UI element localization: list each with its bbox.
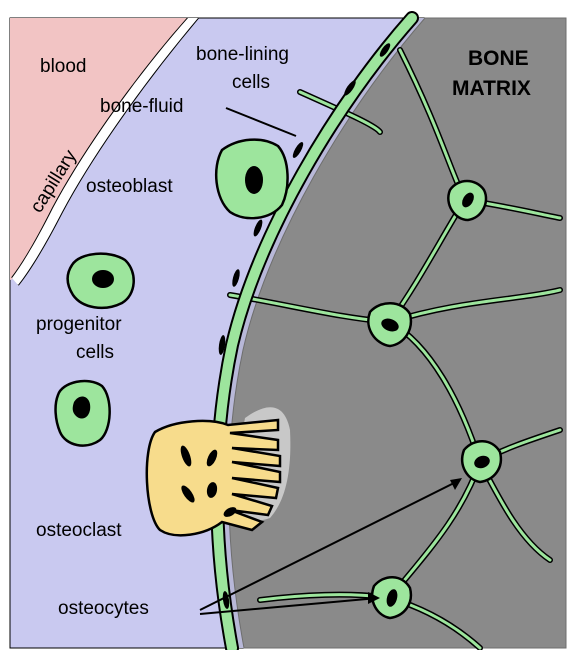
label-osteocytes: osteocytes [58, 598, 149, 619]
label-osteoblast: osteoblast [86, 176, 173, 197]
pointer-osteocyte-b [199, 597, 379, 615]
arrowhead-osteocyte-a [450, 478, 462, 490]
progenitor-nucleus-1 [92, 270, 114, 288]
osteoclast-cell [145, 418, 282, 537]
bone-lining-cells-fill [212, 13, 417, 653]
label-bone-matrix-line2: MATRIX [452, 77, 531, 100]
pointer-lines [199, 107, 461, 615]
label-progenitor-line2: cells [76, 342, 114, 363]
osteocyte-3 [461, 440, 503, 484]
pointer-osteocyte-a [199, 479, 461, 611]
osteoclast-nuclei [180, 445, 237, 517]
arrowhead-osteocyte-b [368, 592, 380, 604]
label-bone-matrix-line1: BONE [468, 47, 529, 70]
label-bone-lining-line2: cells [232, 72, 270, 93]
label-bone-fluid: bone-fluid [100, 96, 183, 117]
label-bone-lining-line1: bone-lining [196, 44, 289, 65]
osteocyte-2 [367, 302, 413, 348]
progenitor-nucleus-2 [72, 396, 91, 419]
label-osteoclast: osteoclast [36, 520, 122, 541]
pointer-bone-fluid [225, 107, 297, 137]
label-blood: blood [40, 56, 87, 77]
osteocyte-1 [447, 179, 488, 222]
osteocyte-4 [371, 576, 413, 620]
capillary-wall-fill [12, 18, 198, 285]
osteoblast-nucleus [245, 166, 263, 194]
label-progenitor-line1: progenitor [36, 314, 122, 335]
